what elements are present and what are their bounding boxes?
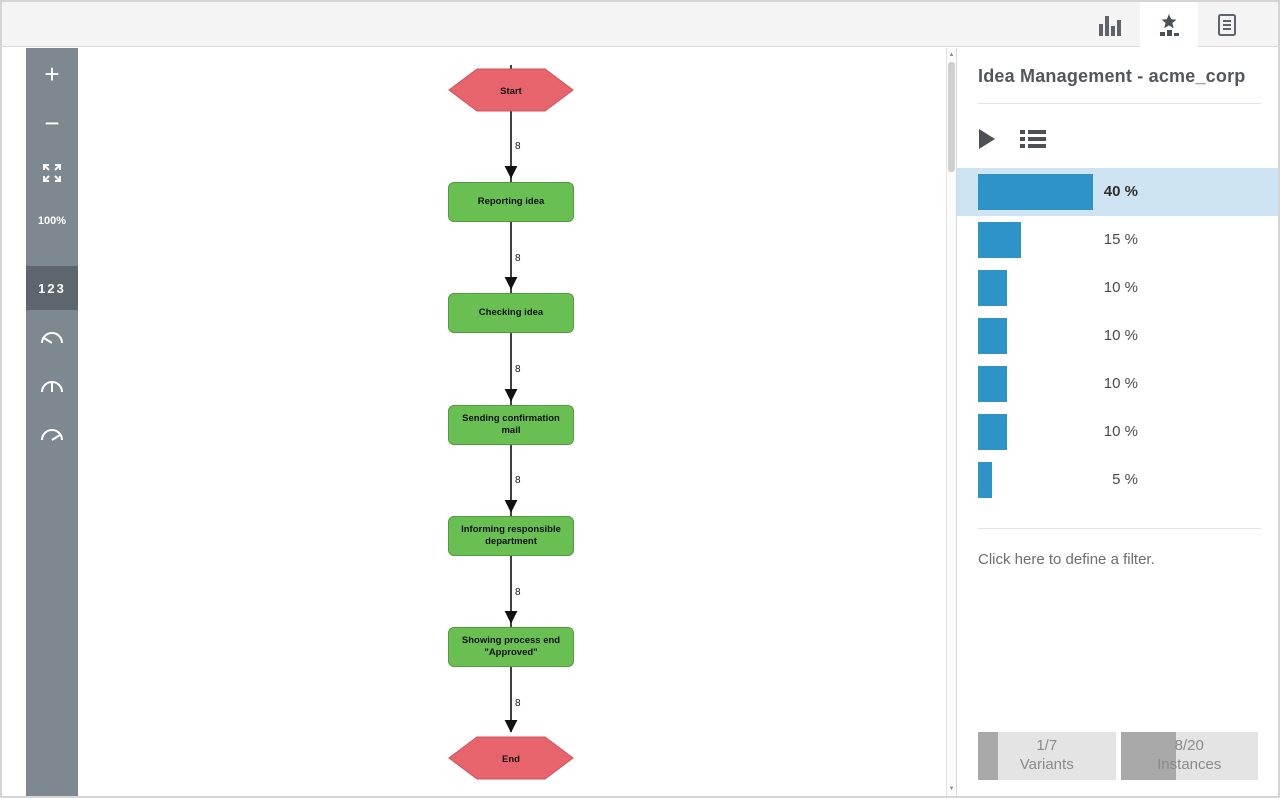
variant-percent: 10 % <box>1103 327 1138 344</box>
variants-stat[interactable]: 1/7 Variants <box>978 732 1116 780</box>
node-activity[interactable]: Informing responsible department <box>448 516 574 556</box>
stats-footer: 1/7 Variants 8/20 Instances <box>978 732 1258 780</box>
node-activity[interactable]: Checking idea <box>448 293 574 333</box>
node-label: Informing responsible department <box>461 523 561 547</box>
variant-list-button[interactable] <box>1020 129 1046 149</box>
variant-percent: 5 % <box>1112 471 1138 488</box>
divider <box>978 528 1261 529</box>
variant-percent: 10 % <box>1103 423 1138 440</box>
variant-bar <box>978 414 1007 450</box>
view-tabs <box>1082 2 1256 48</box>
variant-row-1[interactable]: 40 % <box>957 168 1278 216</box>
define-filter-link[interactable]: Click here to define a filter. <box>978 551 1155 568</box>
edge-frequency-label: 8 <box>515 587 521 598</box>
scroll-down-icon[interactable]: ▼ <box>948 786 955 792</box>
bar-chart-icon <box>1099 16 1121 36</box>
svg-text:End: End <box>502 754 520 765</box>
node-label: Reporting idea <box>477 195 545 207</box>
instances-stat[interactable]: 8/20 Instances <box>1120 732 1258 780</box>
edge-frequency-label: 8 <box>515 698 521 709</box>
edge-frequency-label: 8 <box>515 141 521 152</box>
gauge-high-icon <box>41 429 63 441</box>
variant-percent: 15 % <box>1103 231 1138 248</box>
star-chart-icon <box>1160 14 1179 36</box>
variant-percent: 10 % <box>1103 279 1138 296</box>
variants-panel: Idea Management - acme_corp <box>956 48 1278 796</box>
variant-bar <box>978 318 1007 354</box>
frequency-view-button[interactable]: 123 <box>26 266 78 310</box>
zoom-out-button[interactable]: − <box>44 107 60 138</box>
list-icon <box>1020 130 1046 148</box>
node-start[interactable]: Start <box>448 68 574 112</box>
variant-row-7[interactable]: 5 % <box>957 456 1278 504</box>
variant-bar <box>978 366 1007 402</box>
node-activity[interactable]: Reporting idea <box>448 182 574 222</box>
variant-bar <box>978 270 1007 306</box>
variant-list: 40 % 15 % 10 % 10 % 10 % 10 % <box>957 168 1278 504</box>
edge-frequency-label: 8 <box>515 364 521 375</box>
variant-row-6[interactable]: 10 % <box>957 408 1278 456</box>
variants-stat-value: 1/7 <box>1036 737 1058 755</box>
performance-high-button[interactable] <box>26 419 78 449</box>
fit-to-screen-button[interactable] <box>26 158 78 188</box>
node-activity[interactable]: Sending confirmation mail <box>448 405 574 445</box>
tab-chart-view[interactable] <box>1082 2 1140 48</box>
edge-frequency-label: 8 <box>515 253 521 264</box>
tab-variants-view[interactable] <box>1140 2 1198 48</box>
play-icon <box>979 129 995 149</box>
zoom-in-button[interactable]: + <box>44 58 60 89</box>
node-label: Showing process end "Approved" <box>461 634 561 658</box>
variant-actions <box>978 124 1261 154</box>
variant-bar <box>978 462 993 498</box>
top-bar <box>2 2 1278 48</box>
instances-stat-label: Instances <box>1157 756 1222 773</box>
divider <box>978 103 1261 104</box>
variant-row-2[interactable]: 15 % <box>957 216 1278 264</box>
svg-text:Start: Start <box>500 86 522 97</box>
scrollbar-thumb[interactable] <box>948 62 955 172</box>
variant-bar <box>978 222 1022 258</box>
variant-bar <box>978 174 1093 210</box>
scroll-up-icon[interactable]: ▲ <box>948 52 955 58</box>
expand-icon <box>43 164 61 182</box>
performance-mid-button[interactable] <box>26 371 78 401</box>
process-map-canvas: 8 8 8 8 8 8 Start Reporting idea Checkin… <box>2 48 946 796</box>
variant-percent: 10 % <box>1103 375 1138 392</box>
instances-stat-value: 8/20 <box>1174 737 1204 755</box>
canvas-scrollbar[interactable]: ▲ ▼ <box>946 48 956 796</box>
variant-row-5[interactable]: 10 % <box>957 360 1278 408</box>
play-animation-button[interactable] <box>978 128 996 150</box>
map-toolbar: + − 100% 123 <box>26 48 78 796</box>
tab-log-view[interactable] <box>1198 2 1256 48</box>
instances-stat-fill <box>1120 732 1176 780</box>
performance-low-button[interactable] <box>26 322 78 352</box>
node-end[interactable]: End <box>448 736 574 780</box>
gauge-low-icon <box>41 332 63 344</box>
variant-row-4[interactable]: 10 % <box>957 312 1278 360</box>
variant-percent: 40 % <box>1103 183 1138 200</box>
gauge-mid-icon <box>41 381 63 393</box>
panel-title: Idea Management - acme_corp <box>978 66 1246 86</box>
variants-stat-label: Variants <box>1019 756 1074 773</box>
node-activity[interactable]: Showing process end "Approved" <box>448 627 574 667</box>
zoom-level: 100% <box>37 215 67 227</box>
variant-row-3[interactable]: 10 % <box>957 264 1278 312</box>
node-label: Checking idea <box>478 306 544 318</box>
variants-stat-fill <box>978 732 998 780</box>
document-icon <box>1218 14 1236 36</box>
node-label: Sending confirmation mail <box>462 412 560 436</box>
edge-frequency-label: 8 <box>515 475 521 486</box>
